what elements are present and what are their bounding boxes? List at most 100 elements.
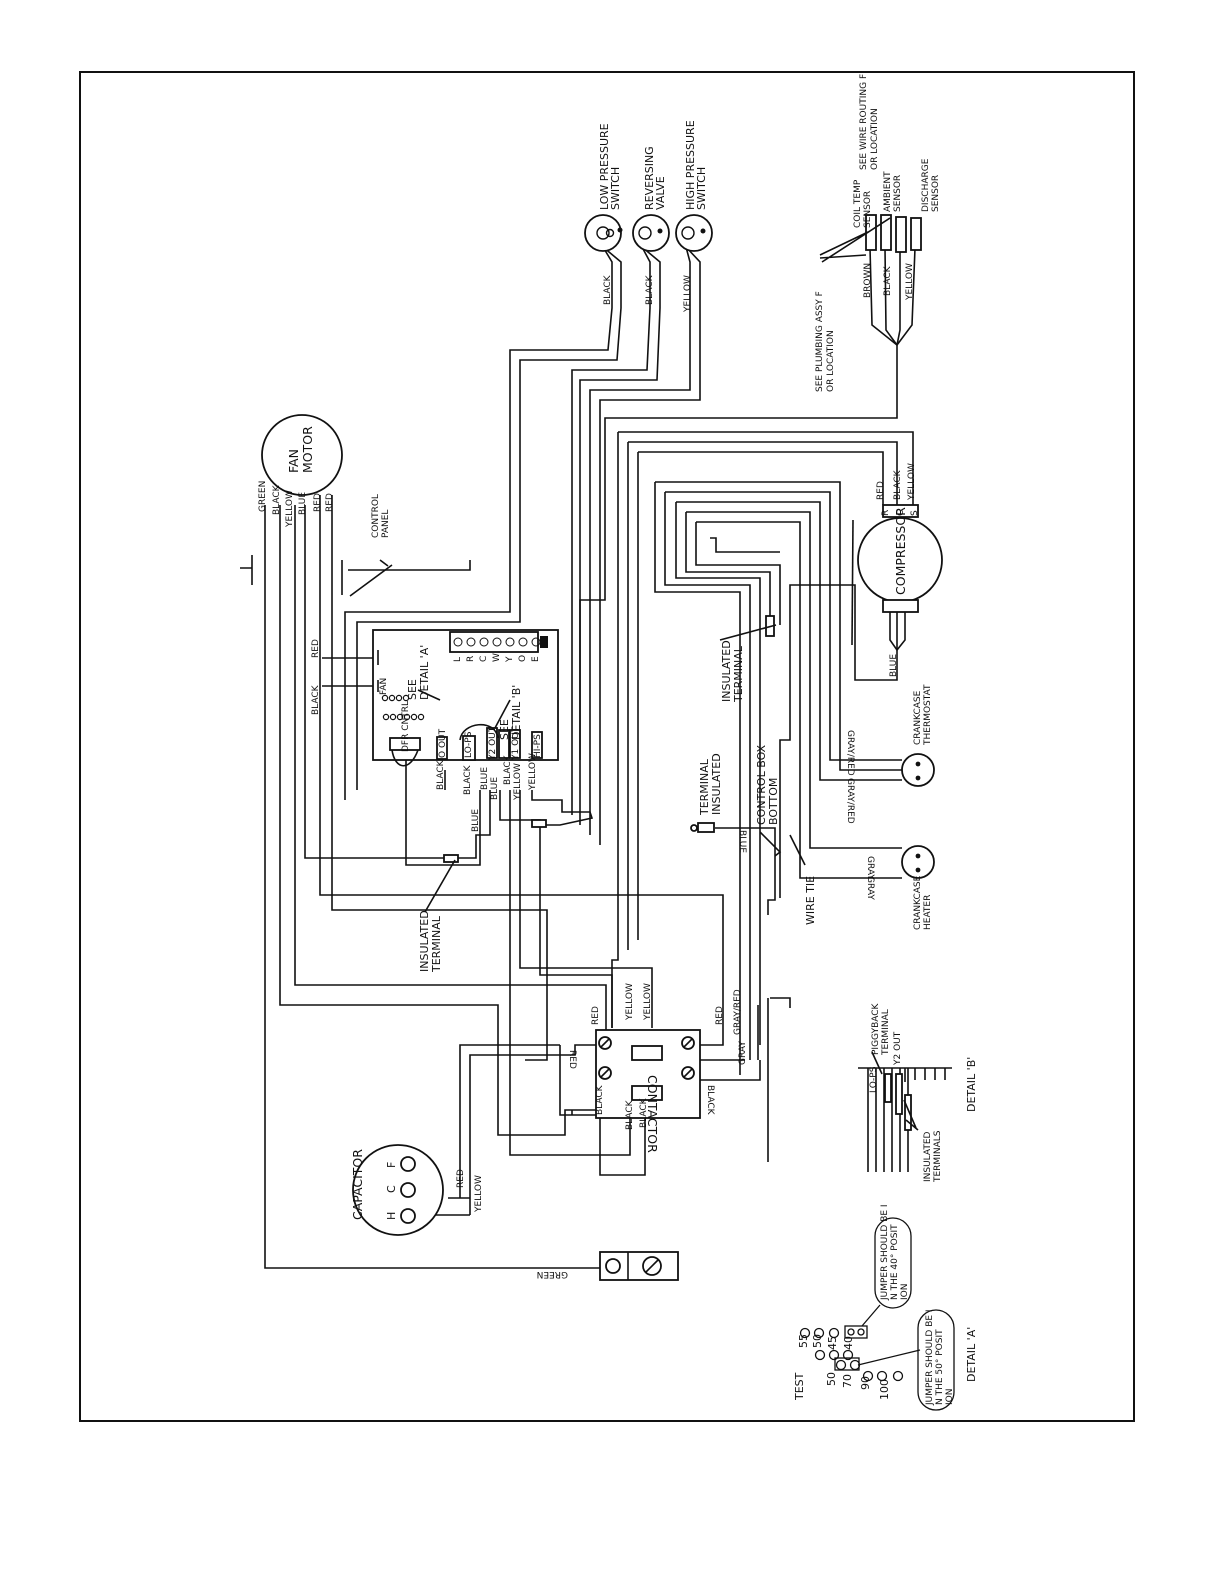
sensors	[819, 214, 922, 263]
reversing-valve-label: REVERSINGVALVE	[643, 146, 667, 210]
wire-red-fan-1: RED	[313, 493, 323, 512]
wire-gray-red-2: GRAY/RED	[845, 778, 855, 824]
wire-blue-heater: BLUE	[737, 830, 747, 853]
wire-red-comp: RED	[876, 481, 886, 500]
wire-red-board: RED	[311, 639, 321, 658]
wire-black-y1: BLACK	[503, 754, 513, 785]
insulated-terminals-label: INSULATEDTERMINALS	[923, 1130, 943, 1183]
insulated-terminal-lower	[443, 854, 459, 863]
wire-yellow-cont-1: YELLOW	[625, 983, 635, 1021]
strip-label-y: Y	[505, 656, 515, 663]
detail-a-value-3: 40	[842, 1336, 855, 1350]
insulated-terminal-board	[531, 819, 547, 828]
wire-green-fan: GREEN	[258, 481, 268, 512]
cap-terminal-f: F	[385, 1162, 398, 1168]
wire-green-ground: GREEN	[537, 1269, 568, 1279]
detail-a-sketch	[799, 1217, 955, 1411]
see-plumbing-label: SEE PLUMBING ASSY FOR LOCATION	[815, 291, 836, 392]
crankcase-thermostat	[901, 753, 935, 787]
see-detail-b-leader	[494, 699, 511, 729]
control-board	[372, 629, 559, 767]
strip-label-c: C	[479, 656, 489, 662]
wire-black-rv: BLACK	[645, 274, 655, 305]
wire-red-cont-2: RED	[715, 1006, 725, 1025]
wire-black-fan: BLACK	[272, 484, 282, 515]
wire-red-cont-1: RED	[591, 1006, 601, 1025]
control-panel-label: CONTROLPANEL	[371, 494, 391, 538]
low-pressure-switch	[584, 214, 623, 252]
detail-b-y2: Y2 OUT	[893, 1031, 903, 1066]
high-pressure-switch	[675, 214, 713, 252]
comp-terminal-r: R	[881, 510, 891, 516]
crankcase-heater	[901, 845, 935, 879]
reversing-valve	[632, 214, 670, 252]
wire-black-cont-4: BLACK	[639, 1097, 649, 1128]
test-label: TEST	[793, 1372, 806, 1401]
terminal-y2-out: Y2 OUT	[488, 726, 498, 761]
detail-b-lops: LO-PS	[869, 1066, 879, 1093]
wire-yellow-sensor: YELLOW	[905, 263, 915, 301]
insulated-terminal-leader	[719, 624, 777, 641]
control-box-bottom-label: CONTROL BOXBOTTOM	[755, 744, 780, 825]
wire-gray-cont: GRAY	[738, 1041, 748, 1065]
detail-a-value-6: 90	[859, 1376, 872, 1390]
see-detail-a-label: SEEDETAIL 'A'	[406, 645, 431, 700]
control-box-leader	[759, 831, 782, 857]
detail-b-sketch	[858, 1051, 952, 1172]
high-pressure-switch-label: HIGH PRESSURESWITCH	[684, 120, 708, 210]
wire-yellow-hps: YELLOW	[683, 275, 693, 313]
wire-yellow-cont-2: YELLOW	[643, 983, 653, 1021]
insulated-terminal-upper-label: INSULATEDTERMINAL	[720, 640, 745, 703]
wire-black-comp: BLACK	[893, 469, 903, 500]
detail-a-label: DETAIL 'A'	[965, 1327, 978, 1382]
wire-black-o: BLACK	[436, 759, 446, 790]
strip-label-w: W	[492, 653, 502, 662]
wire-yellow-hi: YELLOW	[528, 753, 538, 791]
fan-motor	[261, 414, 343, 496]
terminal-lo-ps: LO-PS	[464, 731, 474, 758]
wire-gray-red-1: GRAY/RED	[845, 730, 855, 776]
wire-yellow-cap: YELLOW	[474, 1175, 484, 1213]
detail-a-value-5: 70	[841, 1374, 854, 1388]
wire-black-cont-2: BLACK	[595, 1084, 605, 1115]
see-wire-routing-label: SEE WIRE ROUTING FOR LOCATION	[859, 74, 880, 170]
comp-terminal-c: C	[896, 510, 906, 516]
capacitor-label: CAPACITOR	[350, 1149, 365, 1220]
wire-red-fan-2: RED	[325, 493, 335, 512]
compressor	[857, 504, 943, 652]
strip-label-l: L	[453, 657, 463, 662]
piggyback-terminal-label: PIGGYBACKTERMINAL	[871, 1002, 891, 1056]
insulated-terminal-lower-label: INSULATEDTERMINAL	[418, 910, 443, 973]
jumper-40-label: JUMPER SHOULD BE IN THE 40° POSITION	[880, 1204, 910, 1301]
wire-tie-label: WIRE TIE	[804, 876, 817, 925]
wire-red-cont-3: RED	[567, 1050, 577, 1069]
cap-terminal-h: H	[385, 1212, 398, 1220]
insulated-terminal-leader-2	[424, 859, 456, 913]
strip-label-r: R	[466, 656, 476, 662]
terminal-y1-out: Y1 OUT	[511, 726, 521, 761]
see-detail-a-leader	[417, 689, 441, 701]
wire-blue-y2: BLUE	[480, 767, 490, 790]
wire-tie-leader	[789, 834, 806, 866]
strip-label-e: E	[531, 656, 541, 662]
terminal-insulated	[690, 822, 715, 833]
terminal-o-out: O OUT	[438, 728, 448, 758]
crankcase-heater-label: CRANKCASEHEATER	[913, 875, 933, 930]
jumper-50-label: JUMPER SHOULD BE IN THE 50° POSITION	[925, 1309, 955, 1406]
coil-temp-sensor-label: COIL TEMPSENSOR	[853, 179, 873, 228]
detail-a-value-0: 55	[797, 1334, 810, 1348]
sensor-route	[851, 519, 854, 646]
wire-blue-lower: BLUE	[471, 809, 481, 832]
terminal-hi-ps: HI-PS	[533, 734, 543, 758]
detail-a-value-4: 50	[825, 1372, 838, 1386]
wire-black-sensor: BLACK	[883, 265, 893, 296]
cap-terminal-c: C	[385, 1185, 398, 1193]
wire-yellow-y1: YELLOW	[513, 763, 523, 801]
wire-yellow-comp: YELLOW	[907, 463, 917, 501]
strip-label-o: O	[518, 655, 528, 662]
detail-a-value-7: 100	[878, 1379, 891, 1400]
wire-black-cont-3: BLACK	[625, 1099, 635, 1130]
wire-gray-1: GRAY	[865, 856, 875, 880]
